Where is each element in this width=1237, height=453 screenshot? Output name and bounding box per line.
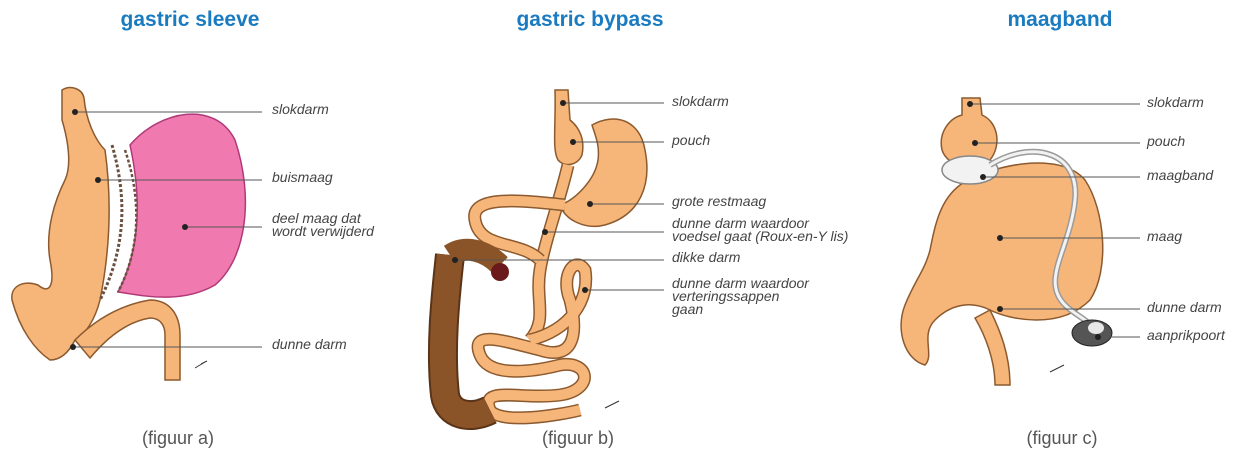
band-illustration	[901, 98, 1140, 385]
label-a-buismaag: buismaag	[272, 171, 333, 184]
bypass-pouch	[555, 90, 583, 165]
label-c-aanprikpoort: aanprikpoort	[1147, 329, 1225, 342]
label-b-verteringssappen: dunne darm waardoor verteringssappen gaa…	[672, 277, 809, 316]
label-b-roux-limb: dunne darm waardoor voedsel gaat (Roux-e…	[672, 217, 848, 243]
label-a-deel-maag: deel maag dat wordt verwijderd	[272, 212, 374, 238]
label-c-slokdarm: slokdarm	[1147, 96, 1204, 109]
label-c-dunne-darm: dunne darm	[1147, 301, 1222, 314]
label-b-slokdarm: slokdarm	[672, 95, 729, 108]
label-b-pouch: pouch	[672, 134, 710, 147]
band-ring	[942, 156, 998, 184]
caption-figuur-c: (figuur c)	[912, 428, 1212, 449]
bypass-illustration	[443, 90, 664, 418]
sleeve-illustration	[12, 88, 262, 380]
label-a-slokdarm: slokdarm	[272, 103, 329, 116]
label-b-dikke-darm: dikke darm	[672, 251, 740, 264]
caption-figuur-b: (figuur b)	[428, 428, 728, 449]
label-c-maag: maag	[1147, 230, 1182, 243]
label-a-dunne-darm: dunne darm	[272, 338, 347, 351]
label-b-grote-restmaag: grote restmaag	[672, 195, 766, 208]
sleeve-stomach	[12, 88, 109, 360]
label-c-pouch: pouch	[1147, 135, 1185, 148]
label-c-maagband: maagband	[1147, 169, 1213, 182]
caption-figuur-a: (figuur a)	[28, 428, 328, 449]
